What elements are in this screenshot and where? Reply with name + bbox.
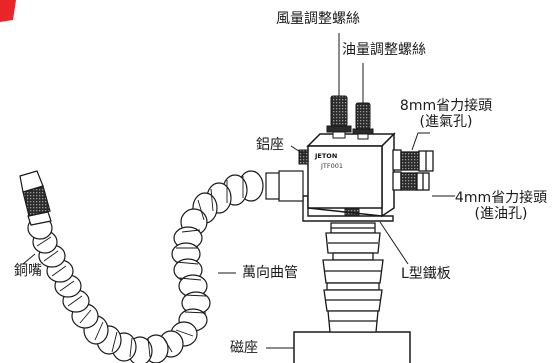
fitting-8mm-line2: (進氣孔) (419, 114, 473, 130)
air-adjust-screw (326, 95, 352, 139)
fitting-8mm-line1: 8mm省力接頭 (399, 98, 493, 114)
fitting-8mm-label: 8mm省力接頭 (進氣孔) (398, 98, 494, 130)
brand-text: JETON (314, 152, 337, 160)
l-bracket-label: L型鐵板 (401, 266, 451, 282)
copper-nozzle-label: 銅嘴 (14, 263, 42, 279)
aluminum-block (306, 132, 396, 218)
leader-lines (22, 33, 455, 349)
fitting-8mm (392, 149, 434, 172)
magnetic-base (293, 331, 411, 363)
oil-adjust-screw (352, 102, 374, 140)
fitting-4mm-label: 4mm省力接頭 (進油孔) (452, 190, 550, 222)
red-corner-icon (0, 0, 16, 22)
copper-nozzle (19, 170, 52, 226)
air-screw-label: 風量調整螺絲 (276, 11, 360, 27)
aluminum-block-label: 鋁座 (256, 137, 284, 153)
fitting-4mm-line1: 4mm省力接頭 (454, 190, 548, 206)
fitting-4mm-line2: (進油孔) (474, 206, 528, 222)
oil-screw-label: 油量調整螺絲 (342, 42, 426, 58)
model-text: JTF001 (320, 162, 343, 170)
side-screw (298, 149, 309, 165)
stand-column (322, 222, 384, 333)
flex-hose-label: 萬向曲管 (242, 265, 298, 281)
fitting-4mm (392, 171, 430, 191)
magnetic-base-label: 磁座 (230, 340, 258, 356)
flex-hose (27, 170, 304, 363)
